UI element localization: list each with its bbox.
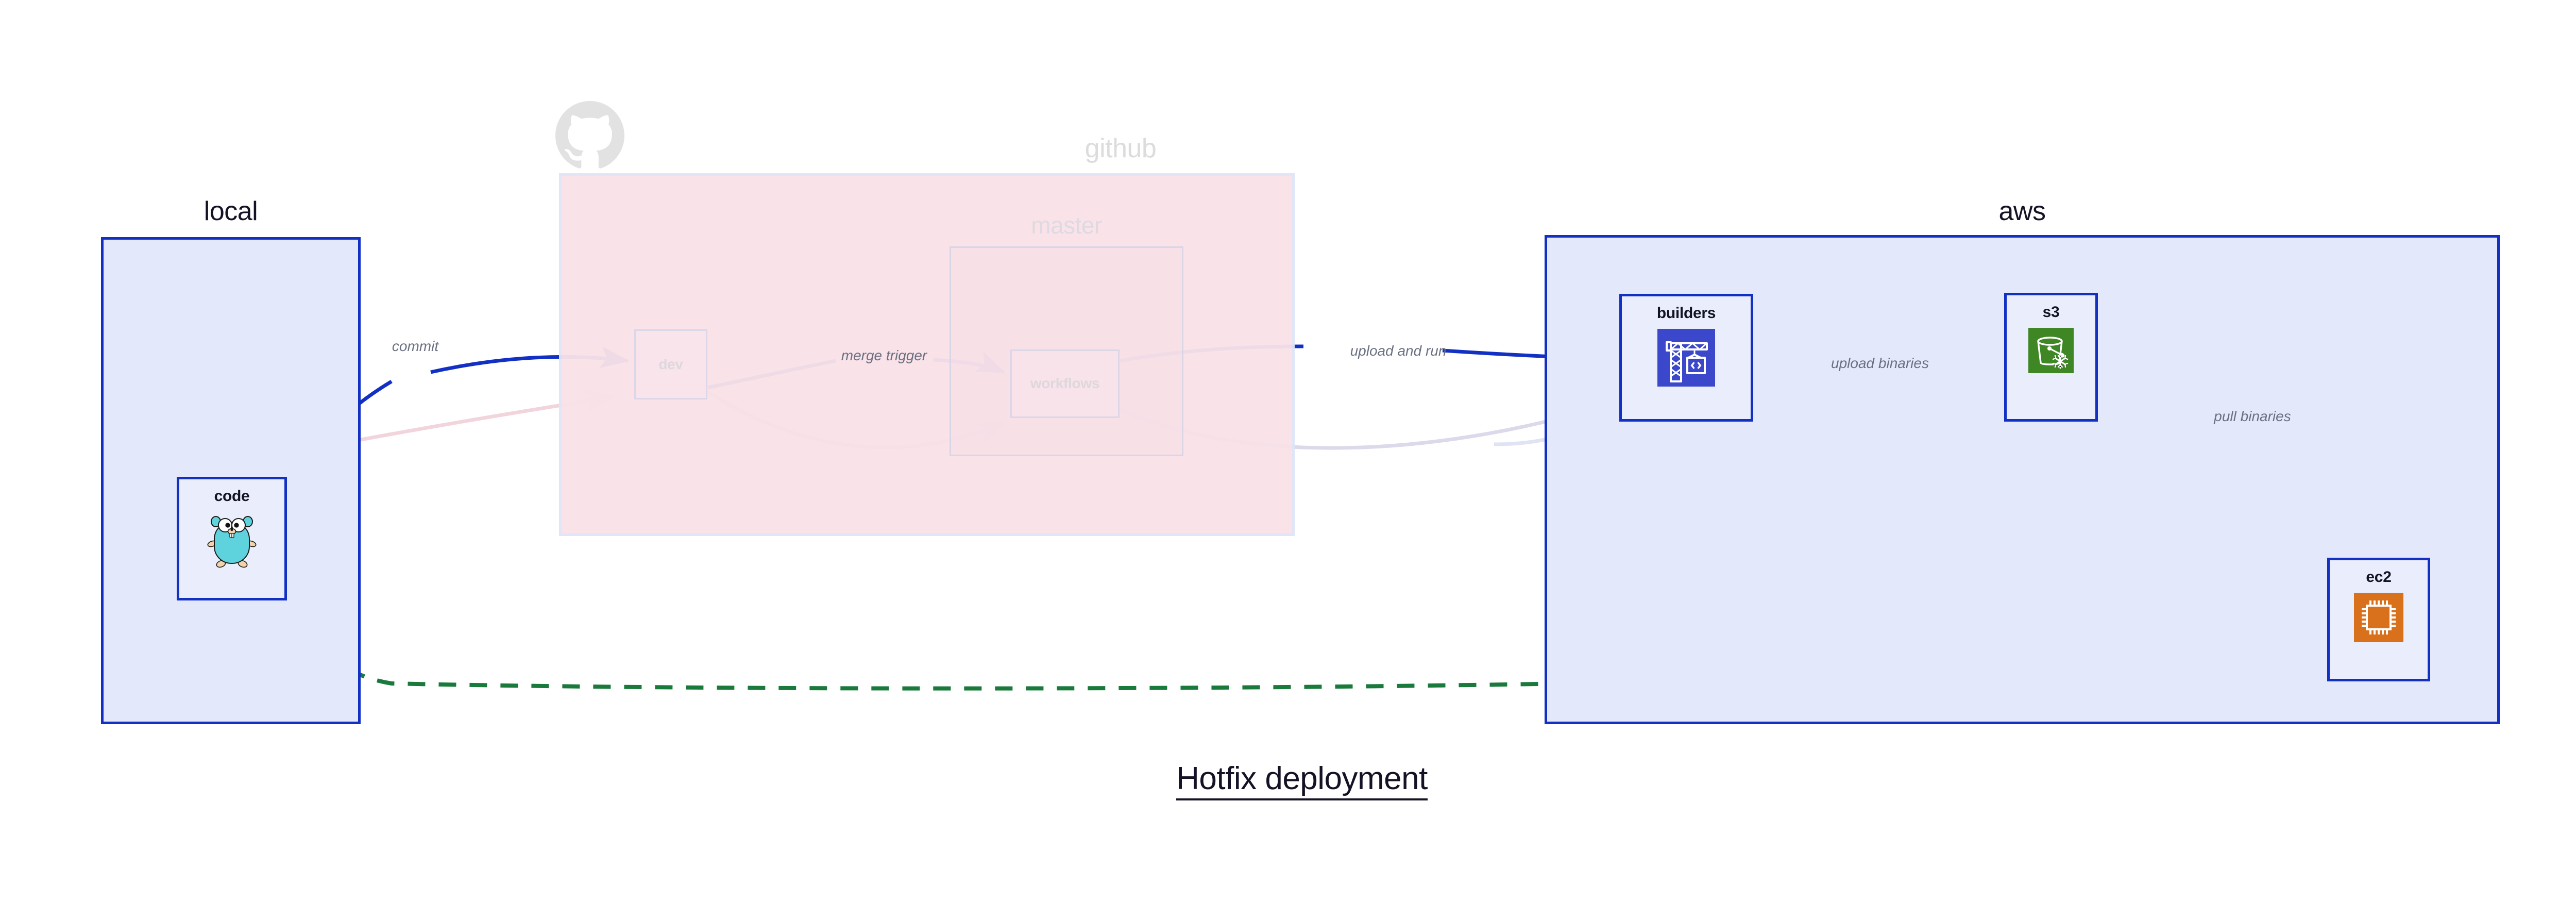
node-label-ec2: ec2 bbox=[2366, 569, 2392, 586]
cluster-label-master: master bbox=[1031, 212, 1102, 239]
diagram-title-text: Hotfix deployment bbox=[1176, 761, 1428, 800]
edge-label-merge-trigger: merge trigger bbox=[839, 347, 929, 364]
node-s3[interactable]: s3 bbox=[2004, 293, 2098, 422]
aws-ec2-icon bbox=[2354, 593, 2403, 642]
go-gopher-icon bbox=[207, 516, 257, 568]
diagram-title: Hotfix deployment bbox=[0, 760, 2576, 800]
node-label-workflows: workflows bbox=[1030, 375, 1100, 392]
node-label-s3: s3 bbox=[2042, 304, 2060, 321]
node-ec2[interactable]: ec2 bbox=[2327, 558, 2430, 681]
node-dev[interactable]: dev bbox=[634, 329, 707, 399]
edge-label-commit: commit bbox=[392, 338, 439, 354]
node-code[interactable]: code bbox=[177, 477, 287, 600]
node-label-builders: builders bbox=[1656, 305, 1716, 322]
cluster-label-github: github bbox=[1084, 133, 1157, 163]
node-label-code: code bbox=[214, 488, 250, 505]
aws-codebuild-icon bbox=[1657, 329, 1715, 387]
aws-s3-glacier-icon bbox=[2028, 328, 2074, 373]
cluster-label-local: local bbox=[204, 196, 258, 226]
node-builders[interactable]: builders bbox=[1619, 294, 1753, 422]
edge-label-pull-binaries: pull binaries bbox=[2212, 408, 2293, 425]
node-workflows[interactable]: workflows bbox=[1010, 349, 1120, 418]
node-label-dev: dev bbox=[658, 356, 683, 372]
github-octocat-icon bbox=[555, 101, 624, 169]
edge-label-upload-and-run: upload and run bbox=[1350, 343, 1447, 359]
edge-label-upload-binaries: upload binaries bbox=[1829, 355, 1930, 372]
cluster-label-aws: aws bbox=[1998, 196, 2046, 226]
